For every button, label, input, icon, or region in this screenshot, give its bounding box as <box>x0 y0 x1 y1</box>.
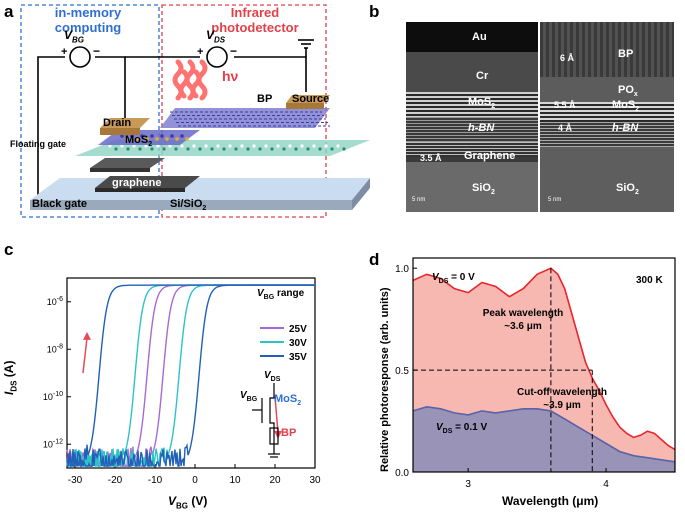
sweep-arrow-down <box>274 396 279 433</box>
inset-bp: BP <box>281 427 297 439</box>
panel-d-ylabel: Relative photoresponse (arb. units) <box>379 287 391 472</box>
x-tick-label: -10 <box>148 475 163 486</box>
panel-d-axes-frame <box>412 257 676 473</box>
light-beams <box>172 59 208 101</box>
tem-bp-spacing: 6 Å <box>560 53 575 63</box>
vds-01v-label: VDS = 0.1 V <box>436 422 488 435</box>
tem-hbn-right-label: h-BN <box>612 122 639 134</box>
panel-d-label: d <box>369 250 380 269</box>
floating-gate-label: Floating gate <box>10 139 66 149</box>
drain-electrode <box>100 118 150 128</box>
tem-left-image: Au Cr MoS2 h-BN Graphene 3.5 Å SiO2 5 nm <box>406 22 538 212</box>
graphene-label: graphene <box>112 177 162 189</box>
vds-source-symbol <box>206 46 228 68</box>
x-tick-label: 4 <box>603 479 609 490</box>
tem-sio2-right-label: SiO2 <box>616 182 639 197</box>
panel-c-transfer-chart: -30 -20 -10 0 10 20 30 10-6 10-8 10-10 10-12 25V 30V… <box>43 277 321 486</box>
panel-d-photoresponse-chart: 0.0 0.5 1.0 3 4 <box>395 257 676 490</box>
legend-label-35V: 35V <box>289 352 307 363</box>
svg-text:+: + <box>61 46 67 58</box>
panel-c-xlabel: VBG (V) <box>168 494 208 511</box>
vds-0v-label: VDS = 0 V <box>432 272 475 285</box>
panel-d-xlabel: Wavelength (μm) <box>502 494 599 508</box>
sweep-arrow-up-head <box>83 331 91 340</box>
in-memory-computing-label: in-memory computing <box>54 5 122 35</box>
inset-bp-resistor <box>269 427 279 445</box>
tem-right-image: BP 6 Å POx MoS2 5.5 Å h-BN 4 Å SiO2 5 nm <box>540 22 674 212</box>
tem-graphene-label: Graphene <box>464 150 516 162</box>
source-label: Source <box>292 93 330 105</box>
x-tick-label: 0 <box>192 475 198 486</box>
x-tick-label: -20 <box>108 475 123 486</box>
legend-label-25V: 25V <box>289 324 307 335</box>
panel-c-ylabel: IDS (A) <box>2 360 19 395</box>
cutoff-wavelength-annotation: Cut-off wavelength~3.9 μm <box>517 387 607 411</box>
y-tick-label: 0.0 <box>395 468 409 479</box>
svg-text:−: − <box>93 44 100 58</box>
y-tick-label: 0.5 <box>395 366 409 377</box>
panel-b-label: b <box>369 2 380 21</box>
bn-label: BN <box>184 156 200 168</box>
tem-spacing-3-5: 3.5 Å <box>420 153 442 163</box>
tem-sio2-label: SiO2 <box>472 182 495 197</box>
tem-au-label: Au <box>472 31 487 43</box>
x-tick-label: 3 <box>465 479 471 490</box>
si-sio2-label: Si/SiO2 <box>170 198 207 213</box>
inset-mos2: MoS2 <box>274 393 302 408</box>
y-tick-label: 10-10 <box>43 391 63 402</box>
y-tick-label: 1.0 <box>395 264 409 275</box>
black-gate-label: Black gate <box>32 198 88 210</box>
line-vds-01v <box>412 405 676 463</box>
panel-a-device-schematic: + − + − <box>20 4 370 218</box>
svg-text:−: − <box>230 44 237 58</box>
y-tick-label: 10-6 <box>47 296 63 307</box>
source-electrode <box>286 95 330 103</box>
y-tick-label: 10-12 <box>43 438 63 449</box>
peak-wavelength-annotation: Peak wavelength~3.6 μm <box>482 308 564 332</box>
tem-hbn-spacing: 4 Å <box>558 123 573 133</box>
tem-scale-right: 5 nm <box>548 197 562 203</box>
x-tick-label: 30 <box>309 475 321 486</box>
infrared-photodetector-label: Infrared photodetector <box>211 5 299 35</box>
inset-vds: VDS <box>264 370 281 383</box>
curve-35V-backward <box>66 284 315 469</box>
hv-label: hν <box>222 68 239 84</box>
x-tick-label: 10 <box>229 475 241 486</box>
y-tick-label: 10-8 <box>47 343 63 354</box>
tem-cr-label: Cr <box>476 70 489 82</box>
line-vds-0v <box>412 267 676 451</box>
tem-bp-label: BP <box>618 48 634 60</box>
panel-c-label: c <box>4 240 14 259</box>
tem-pox-label: POx <box>618 84 638 99</box>
bp-label: BP <box>257 93 273 105</box>
vbg-label: VBG <box>64 28 85 45</box>
panel-c-legend-title: VBG range <box>257 288 305 301</box>
tem-mos2-right-label: MoS2 <box>612 99 640 114</box>
panel-c-axes-frame <box>66 277 316 469</box>
tem-mos2-spacing: 5.5 Å <box>554 100 576 110</box>
vds-label: VDS <box>206 28 226 45</box>
legend-label-30V: 30V <box>289 338 307 349</box>
vbg-source-symbol <box>69 46 91 68</box>
panel-a-label: a <box>4 2 14 21</box>
tem-hbn-label: h-BN <box>468 122 495 134</box>
tem-mos2-label: MoS2 <box>468 96 496 111</box>
mos2-label: MoS2 <box>125 134 153 149</box>
tem-scale-left: 5 nm <box>412 197 426 203</box>
x-tick-label: 20 <box>269 475 281 486</box>
drain-label: Drain <box>103 117 132 129</box>
x-tick-label: -30 <box>68 475 83 486</box>
svg-text:+: + <box>197 46 203 58</box>
inset-vbg: VBG <box>240 390 258 403</box>
temperature-label: 300 K <box>636 275 663 286</box>
area-vds-01v <box>413 406 675 472</box>
sweep-arrow-up <box>82 337 88 374</box>
